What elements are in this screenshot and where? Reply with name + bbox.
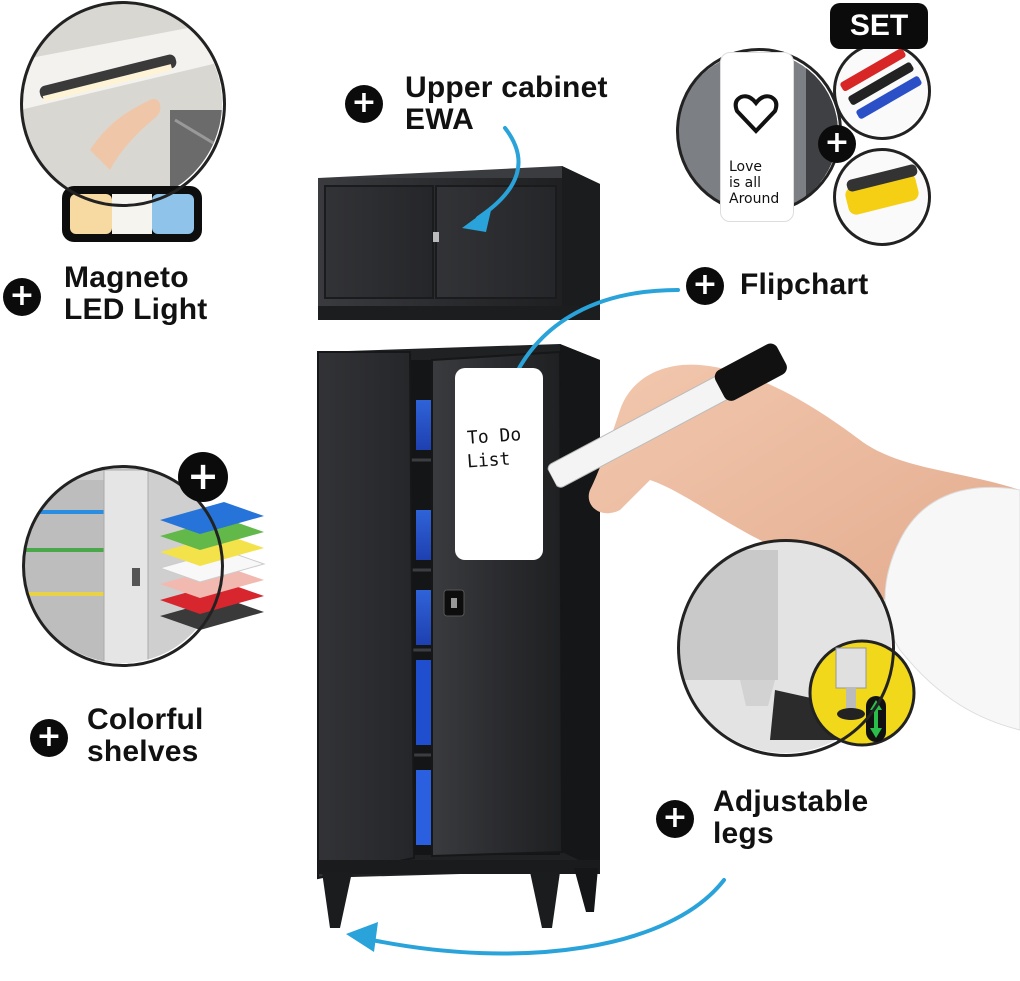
flipchart-line2: is all [729,175,761,191]
colorful-label-line2: shelves [87,735,199,768]
set-badge: SET [830,3,928,49]
whiteboard-line1: To Do [466,424,522,449]
hand-with-marker [526,343,1020,731]
colorful-label-line1: Colorful [87,703,204,736]
magneto-label-line1: Magneto [64,261,189,294]
whiteboard-line2: List [466,448,512,473]
arrow-legs-head [346,922,378,952]
upper-cabinet [318,166,600,320]
magneto-label: Magneto LED Light [64,262,207,326]
arrow-flipchart [510,288,680,384]
arrow-upper-head [462,206,492,232]
colorful-shelves-label: Colorful shelves [87,704,204,768]
heart-icon [733,94,779,134]
plus-icon-adjustable: + [656,800,694,838]
shelves-circle [22,465,224,667]
flipchart-line3: Around [729,191,780,207]
adjustable-label-line1: Adjustable [713,785,869,818]
plus-icon-set: + [818,125,856,163]
flipchart-board: Love is all Around [720,52,794,222]
plus-icon-colorful: + [30,719,68,757]
flipchart-line1: Love [729,159,763,175]
plus-icon-flipchart: + [686,267,724,305]
magneto-label-line2: LED Light [64,293,208,326]
magneto-circle [20,1,226,207]
legs-circle [677,539,895,757]
upper-cabinet-label-line2: EWA [405,103,474,136]
upper-cabinet-label: Upper cabinet EWA [405,72,608,136]
adjustable-label-line2: legs [713,817,774,850]
flipchart-label: Flipchart [740,268,869,301]
arrow-legs [370,878,726,956]
plus-icon-upper: + [345,85,383,123]
adjustable-legs-label: Adjustable legs [713,786,868,850]
plus-icon-magneto: + [3,278,41,316]
plus-icon-shelves-circle: + [178,452,228,502]
upper-cabinet-label-line1: Upper cabinet [405,71,608,104]
sponge-circle [833,148,931,246]
door-whiteboard: To Do List [455,368,543,560]
